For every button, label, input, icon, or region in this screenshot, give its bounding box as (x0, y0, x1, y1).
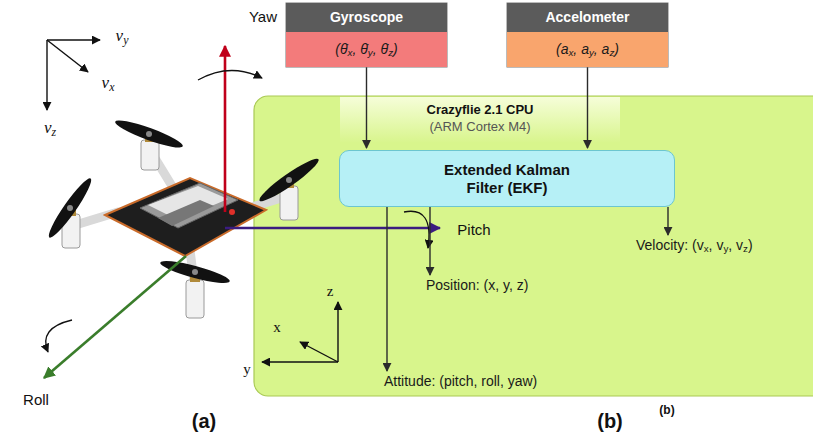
output-text: Velocity: (vx, vy, vz) (636, 237, 753, 253)
sensor-name: Gyroscope (286, 3, 447, 32)
axis-label: vz (44, 118, 56, 138)
subscript: x (704, 243, 709, 254)
sensor-box: Accelometer(ax, ay, az) (507, 3, 668, 67)
axis-label: vx (102, 73, 115, 93)
sensor-reading: (θ̇x, θ̇y, θ̇z) (286, 32, 447, 67)
subscript: y (723, 243, 728, 254)
connector-arrow (667, 207, 668, 235)
connector-arrow (366, 67, 367, 148)
rotation-label: Yaw (249, 8, 277, 25)
axis-label: vy (116, 26, 129, 46)
subscript: z (609, 47, 614, 58)
world-axes (262, 302, 338, 362)
subscript: z (743, 243, 748, 254)
subscript: y (589, 47, 594, 58)
subscript: y (123, 33, 128, 47)
rotation-label: Pitch (457, 221, 490, 238)
output-label: Velocity: (vx, vy, vz) (636, 237, 753, 253)
panel-caption: (b) (659, 403, 674, 417)
subfigure-label: (a) (192, 410, 216, 433)
connector-arrow (587, 67, 588, 148)
sensor-box: Gyroscope(θ̇x, θ̇y, θ̇z) (286, 3, 447, 67)
connector-arrow (429, 207, 430, 275)
sensor-name: Accelometer (507, 3, 668, 32)
subscript: x (568, 47, 573, 58)
pitch-axis (225, 211, 440, 248)
output-text: Position: (x, y, z) (426, 277, 528, 293)
axis-label: z (327, 283, 334, 300)
output-text: Attitude: (pitch, roll, yaw) (384, 373, 537, 389)
subscript: y (368, 47, 373, 58)
drone-illustration (44, 116, 321, 318)
yaw-axis (198, 46, 262, 212)
filter-box: Extended Kalman Filter (EKF) (339, 150, 675, 207)
output-label: Attitude: (pitch, roll, yaw) (384, 373, 537, 389)
connector-arrow (386, 207, 387, 371)
output-label: Position: (x, y, z) (426, 277, 528, 293)
cpu-name: Crazyflie 2.1 CPU (427, 102, 534, 117)
subscript: z (388, 47, 393, 58)
axis-label: x (273, 319, 281, 336)
roll-axis (44, 256, 186, 378)
subscript: x (109, 80, 114, 94)
cpu-panel: Crazyflie 2.1 CPU (ARM Cortex M4) Extended… (254, 96, 813, 396)
subscript: x (348, 47, 353, 58)
sensor-reading: (ax, ay, az) (507, 32, 668, 67)
panel-highlight (340, 97, 620, 143)
rotation-label: Roll (23, 391, 49, 408)
subscript: z (51, 125, 56, 139)
cpu-model: (ARM Cortex M4) (429, 119, 530, 134)
subfigure-label: (b) (597, 410, 623, 433)
velocity-axes (47, 40, 100, 110)
filter-name: Extended Kalman Filter (EKF) (432, 161, 582, 197)
axis-label: y (243, 361, 251, 378)
cpu-panel-ground (254, 96, 813, 396)
